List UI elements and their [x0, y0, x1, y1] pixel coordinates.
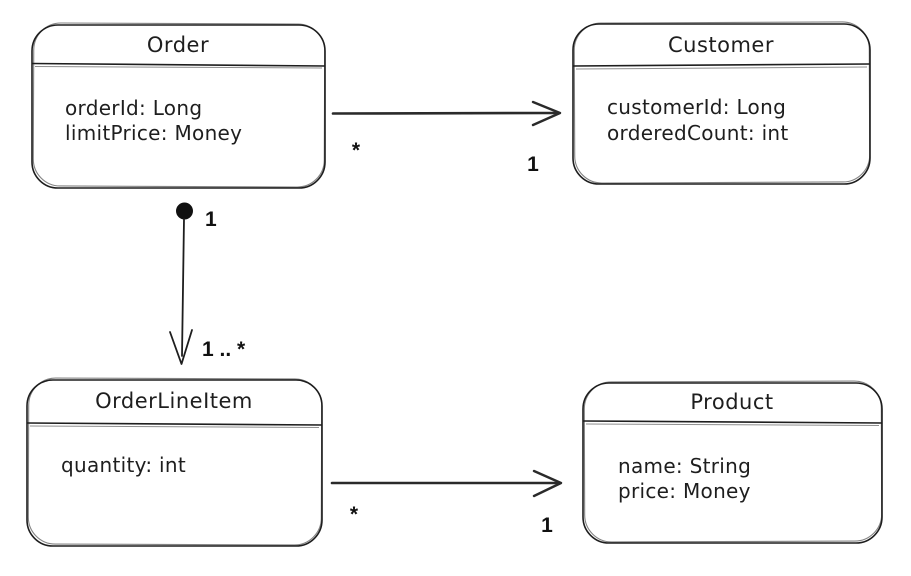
open-arrowhead-icon [169, 329, 193, 365]
open-arrowhead-icon [532, 469, 563, 498]
class-attribute: orderId: Long [65, 96, 202, 120]
class-divider-sketch [575, 66, 868, 70]
class-divider [582, 420, 883, 424]
class-attribute: price: Money [618, 479, 751, 503]
class-divider-sketch [29, 425, 320, 428]
class-attribute: customerId: Long [607, 95, 786, 119]
class-border-sketch [573, 21, 871, 184]
class-border-sketch [27, 377, 323, 546]
open-arrowhead-icon [531, 100, 562, 127]
multiplicity-target: 1 .. * [202, 338, 246, 361]
class-attribute: limitPrice: Money [65, 121, 242, 145]
relation-order-customer: * 1 [331, 100, 562, 176]
class-box-customer: Customer customerId: Long orderedCount: … [572, 21, 871, 185]
class-box-product: Product name: String price: Money [582, 380, 883, 544]
relation-line [331, 111, 558, 115]
class-attribute: quantity: int [61, 453, 186, 477]
class-divider-sketch [585, 423, 880, 426]
class-box-order: Order orderId: Long limitPrice: Money [31, 22, 326, 189]
class-attribute: name: String [618, 454, 751, 478]
relation-orderlineitem-product: * 1 [330, 469, 563, 537]
class-border-sketch [32, 22, 326, 188]
class-divider [572, 63, 871, 67]
multiplicity-source: 1 [205, 208, 217, 231]
multiplicity-source: * [350, 503, 359, 526]
class-box-orderlineitem: OrderLineItem quantity: int [26, 377, 323, 547]
multiplicity-source: * [352, 139, 361, 162]
class-title: OrderLineItem [95, 389, 253, 413]
class-attribute: orderedCount: int [607, 121, 789, 145]
filled-circle-icon [176, 202, 193, 220]
relation-line [181, 218, 185, 357]
class-divider [26, 422, 323, 426]
class-border-sketch [583, 380, 883, 543]
class-title: Order [147, 33, 209, 57]
multiplicity-target: 1 [527, 153, 539, 176]
class-divider [31, 62, 326, 67]
multiplicity-target: 1 [541, 514, 553, 537]
relation-order-orderlineitem: 1 1 .. * [169, 202, 246, 365]
class-title: Customer [668, 33, 774, 57]
class-title: Product [690, 390, 773, 414]
class-divider-sketch [34, 66, 323, 69]
